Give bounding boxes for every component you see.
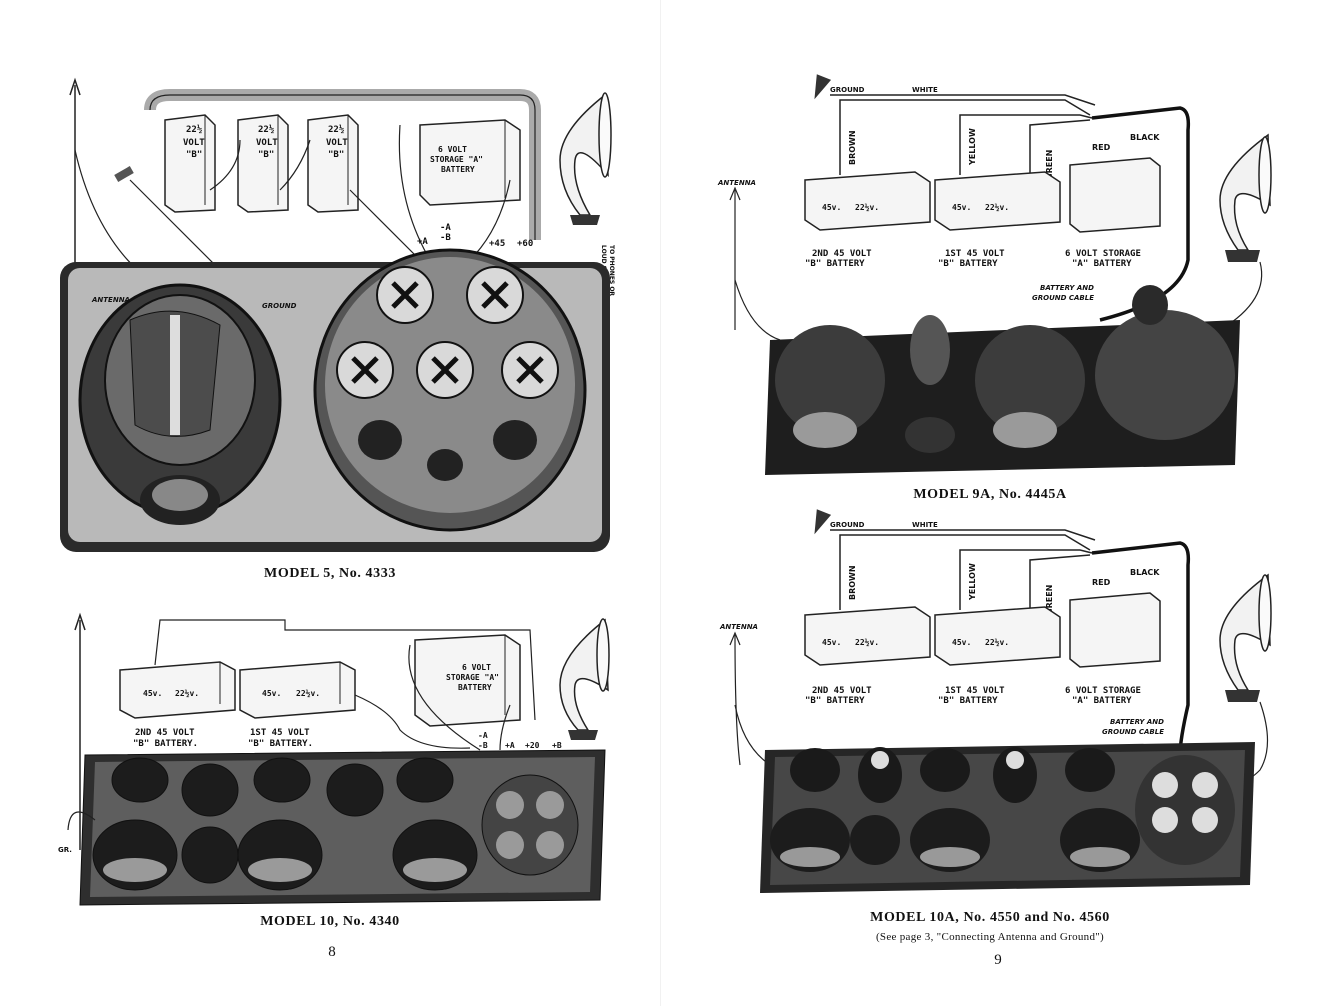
terminal-labels-10: -A -B +A +20 +B <box>478 731 562 750</box>
b-1st-box <box>934 171 1061 231</box>
page-number-left: 8 <box>328 944 336 960</box>
a-battery-10a-label: 6 VOLT STORAGE "A" BATTERY <box>1065 686 1146 706</box>
a-battery-10a-box <box>1069 592 1161 668</box>
b-2nd-label-10a: 2ND 45 VOLT "B" BATTERY <box>805 686 877 706</box>
model-10a-radio-cabinet <box>760 742 1255 893</box>
red-label: RED <box>1092 143 1111 152</box>
b-battery-1st-box <box>239 661 356 719</box>
model-9a-radio-cabinet <box>765 285 1240 475</box>
model-10a-caption: MODEL 10A, No. 4550 and No. 4560 <box>870 910 1110 925</box>
yellow-label: YELLOW <box>968 128 977 166</box>
antenna-label-10a: ANTENNA <box>719 623 758 631</box>
b-battery-3-label: 22½ VOLT "B" <box>326 124 353 160</box>
green-label-10a: GREEN <box>1045 585 1054 615</box>
white-wire-label-10a: WHITE <box>912 521 938 529</box>
model-10-wiring-diagram: 45v. 22½v. 45v. 22½v. 2ND 45 VOLT "B" BA… <box>58 612 610 906</box>
model-9a-caption: MODEL 9A, No. 4445A <box>913 487 1067 502</box>
horn-speaker-10 <box>559 618 610 740</box>
ground-wire-label: GROUND <box>830 86 865 94</box>
model-5-wiring-diagram: 22½ VOLT "B" 22½ VOLT "B" 22½ VOLT "B" 6… <box>60 77 615 552</box>
brown-label-10a: BROWN <box>848 565 857 600</box>
b-battery-1-label: 22½ VOLT "B" <box>183 124 210 160</box>
b-2nd-box <box>804 171 931 231</box>
b-2nd-label: 2ND 45 VOLT "B" BATTERY <box>805 249 877 269</box>
b-1st-terms: 45v. 22½v. <box>952 202 1009 212</box>
white-wire-label: WHITE <box>912 86 938 94</box>
a-battery-10-label: 6 VOLT STORAGE "A" BATTERY <box>446 663 504 692</box>
a-battery-9a-label: 6 VOLT STORAGE "A" BATTERY <box>1065 249 1146 269</box>
antenna-label-9a: ANTENNA <box>717 179 756 187</box>
page-fold <box>660 0 661 1006</box>
b-battery-2nd-label: 2ND 45 VOLT "B" BATTERY. <box>133 728 200 749</box>
yellow-label-10a: YELLOW <box>968 563 977 601</box>
model-9a-wiring-diagram: GROUND WHITE BROWN YELLOW GREEN RED BLAC… <box>717 74 1272 475</box>
black-label-10a: BLACK <box>1130 568 1160 577</box>
a-battery-box <box>419 119 521 206</box>
model-10a-wiring-diagram: GROUND WHITE BROWN YELLOW GREEN RED BLAC… <box>719 509 1272 893</box>
model-5-caption: MODEL 5, No. 4333 <box>264 566 396 581</box>
b-battery-2-box <box>237 114 289 213</box>
b-2nd-terms: 45v. 22½v. <box>822 202 879 212</box>
red-label-10a: RED <box>1092 578 1111 587</box>
b-1st-label-10a: 1ST 45 VOLT "B" BATTERY <box>938 686 1010 706</box>
b-1st-box-10a <box>934 606 1061 666</box>
b-battery-1st-terms: 45v. 22½v. <box>262 688 320 698</box>
green-label: GREEN <box>1045 150 1054 180</box>
b-battery-2-label: 22½ VOLT "B" <box>256 124 283 160</box>
a-battery-box-10 <box>414 634 521 727</box>
a-battery-label: 6 VOLT STORAGE "A" BATTERY <box>430 145 488 174</box>
right-page: GROUND WHITE BROWN YELLOW GREEN RED BLAC… <box>660 0 1320 1006</box>
horn-speaker <box>559 92 612 225</box>
b-battery-3-box <box>307 114 359 213</box>
cable-label-10a: BATTERY AND GROUND CABLE <box>1102 718 1166 736</box>
black-label: BLACK <box>1130 133 1160 142</box>
ground-label-10: GR. <box>58 846 72 854</box>
horn-speaker-9a <box>1219 133 1272 262</box>
b-battery-1st-label: 1ST 45 VOLT "B" BATTERY. <box>248 728 315 749</box>
cable-label-9a: BATTERY AND GROUND CABLE <box>1032 284 1096 302</box>
dial-knobs <box>358 420 537 481</box>
brown-label: BROWN <box>848 130 857 165</box>
b-1st-label: 1ST 45 VOLT "B" BATTERY <box>938 249 1010 269</box>
ground-label: GROUND <box>262 302 297 310</box>
b-2nd-box-10a <box>804 606 931 666</box>
b-battery-2nd-box <box>119 661 236 719</box>
a-battery-9a-box <box>1069 157 1161 233</box>
model-10-caption: MODEL 10, No. 4340 <box>260 914 400 929</box>
model-5-radio-cabinet <box>60 248 610 552</box>
model-10a-subcaption: (See page 3, "Connecting Antenna and Gro… <box>875 931 1105 943</box>
b-battery-2nd-terms: 45v. 22½v. <box>143 688 199 698</box>
horn-speaker-10a <box>1219 573 1272 702</box>
b-battery-1-box <box>164 114 216 213</box>
page-number-right: 9 <box>994 952 1002 968</box>
terminal-labels: +A -A -B +45 +60 <box>417 223 533 249</box>
ground-wire-label-10a: GROUND <box>830 521 865 529</box>
b-1st-terms-10a: 45v. 22½v. <box>952 637 1009 647</box>
left-page: 22½ VOLT "B" 22½ VOLT "B" 22½ VOLT "B" 6… <box>58 77 615 960</box>
b-2nd-terms-10a: 45v. 22½v. <box>822 637 879 647</box>
antenna-label: ANTENNA <box>91 296 130 304</box>
